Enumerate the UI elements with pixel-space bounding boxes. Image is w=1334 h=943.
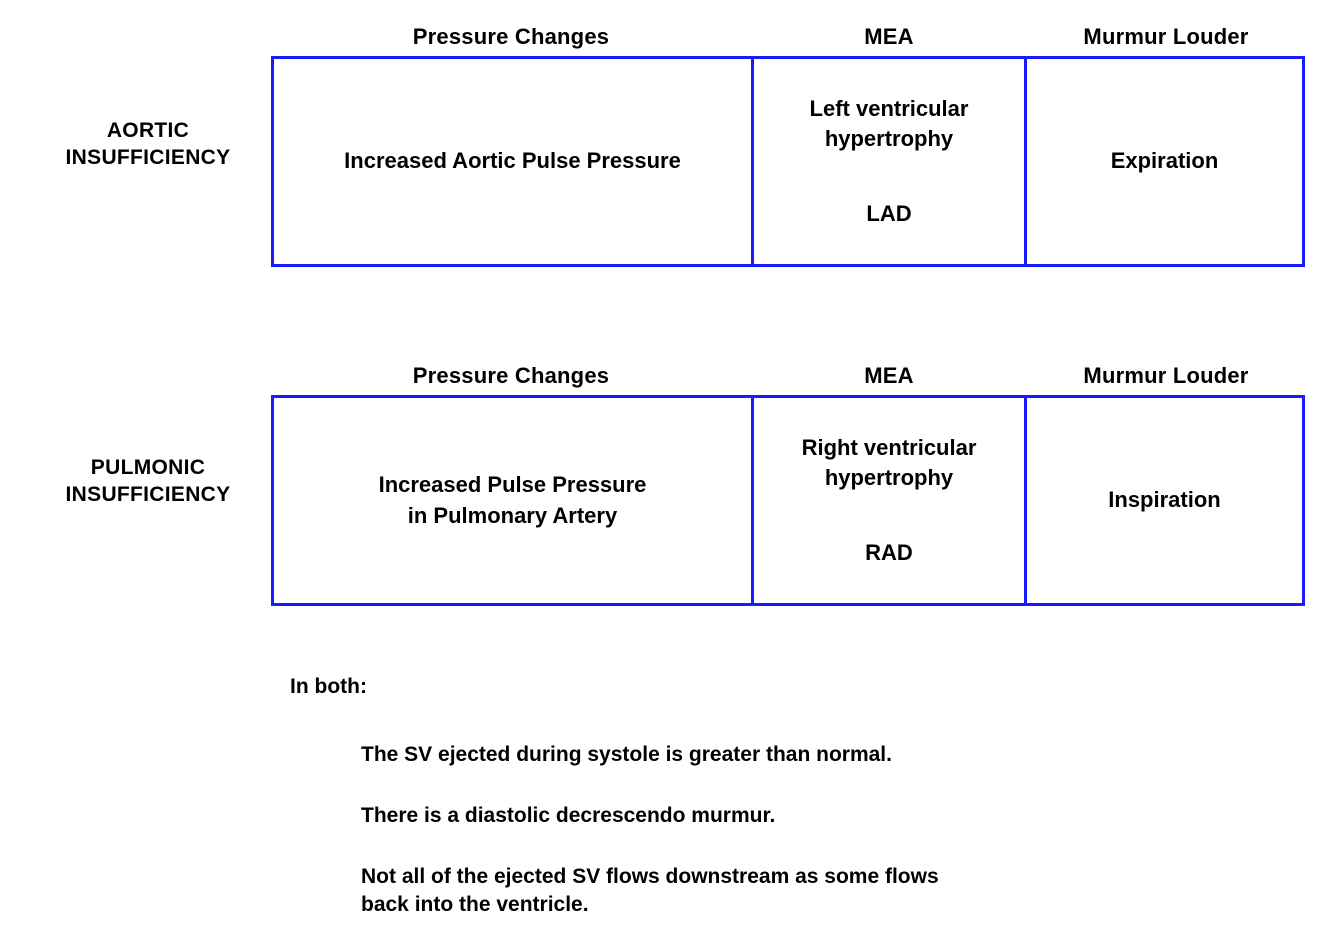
aortic-mea-line1: Left ventricular: [809, 95, 969, 121]
aortic-mea-cell: Left ventricular hypertrophy LAD: [751, 59, 1027, 264]
pulmonic-mea-line1: Right ventricular: [801, 434, 977, 460]
note-item-3: Not all of the ejected SV flows downstre…: [361, 863, 939, 918]
note-item-1: The SV ejected during systole is greater…: [361, 743, 892, 766]
aortic-murmur-louder-text: Expiration: [1110, 148, 1219, 174]
pulmonic-murmur-louder-cell: Inspiration: [1027, 398, 1302, 603]
aortic-mea-line2: hypertrophy: [824, 126, 954, 152]
column-header-mea-2: MEA: [864, 363, 914, 388]
aortic-murmur-louder-cell: Expiration: [1027, 59, 1302, 264]
row-label-aortic-line2: INSUFFICIENCY: [65, 145, 231, 169]
aortic-table-grid: Increased Aortic Pulse Pressure Left ven…: [271, 56, 1305, 267]
pulmonic-table-grid: Increased Pulse Pressure in Pulmonary Ar…: [271, 395, 1305, 606]
pulmonic-mea-line2: hypertrophy: [824, 465, 954, 491]
notes-title: In both:: [290, 675, 367, 698]
row-label-pulmonic-line1: PULMONIC: [90, 456, 206, 479]
column-header-mea: MEA: [864, 24, 914, 49]
column-header-pressure-changes-2: Pressure Changes: [412, 363, 610, 388]
row-label-aortic-line1: AORTIC: [106, 119, 190, 142]
note-item-3-line2: back into the ventricle.: [361, 892, 589, 916]
column-header-murmur-louder: Murmur Louder: [1083, 24, 1249, 49]
row-label-pulmonic-insufficiency: PULMONIC INSUFFICIENCY: [14, 455, 282, 509]
pulmonic-murmur-louder-text: Inspiration: [1108, 487, 1221, 513]
pulmonic-pressure-changes-line1: Increased Pulse Pressure: [378, 472, 647, 498]
pulmonic-mea-axis-deviation: RAD: [865, 539, 913, 565]
note-item-2: There is a diastolic decrescendo murmur.: [361, 804, 776, 827]
row-label-aortic-insufficiency: AORTIC INSUFFICIENCY: [14, 118, 282, 172]
aortic-pressure-changes-cell: Increased Aortic Pulse Pressure: [274, 59, 751, 264]
column-header-row-aortic: Pressure Changes MEA Murmur Louder: [271, 22, 1305, 56]
pulmonic-mea-cell: Right ventricular hypertrophy RAD: [751, 398, 1027, 603]
row-label-pulmonic-line2: INSUFFICIENCY: [65, 482, 231, 506]
note-item-3-line1: Not all of the ejected SV flows downstre…: [361, 865, 939, 888]
column-header-row-pulmonic: Pressure Changes MEA Murmur Louder: [271, 361, 1305, 395]
column-header-pressure-changes: Pressure Changes: [412, 24, 610, 49]
column-header-murmur-louder-2: Murmur Louder: [1083, 363, 1249, 388]
pulmonic-pressure-changes-cell: Increased Pulse Pressure in Pulmonary Ar…: [274, 398, 751, 603]
pulmonic-pressure-changes-line2: in Pulmonary Artery: [407, 502, 618, 528]
aortic-mea-axis-deviation: LAD: [866, 200, 912, 226]
aortic-pressure-changes-text: Increased Aortic Pulse Pressure: [344, 148, 681, 174]
